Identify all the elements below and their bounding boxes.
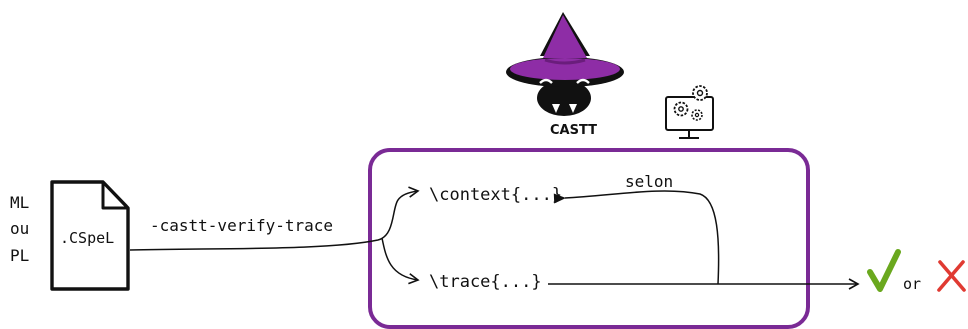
or-label: or bbox=[903, 275, 921, 293]
context-label: \context{...} bbox=[429, 185, 562, 205]
selon-label: selon bbox=[625, 172, 673, 191]
file-label: .CSpeL bbox=[60, 229, 114, 247]
arrow-to-trace bbox=[381, 237, 420, 285]
arrow-selon bbox=[553, 190, 720, 285]
trace-label: \trace{...} bbox=[429, 272, 542, 292]
cross-icon bbox=[937, 260, 966, 292]
option-label: -castt-verify-trace bbox=[150, 216, 333, 235]
lang-pl: PL bbox=[10, 246, 29, 265]
wizard-logo-icon bbox=[506, 12, 624, 116]
input-languages: ML ou PL bbox=[10, 193, 29, 265]
check-icon bbox=[867, 249, 901, 292]
lang-ml: ML bbox=[10, 193, 29, 212]
arrow-to-context bbox=[129, 186, 420, 251]
settings-monitor-icon bbox=[665, 85, 714, 139]
lang-ou: ou bbox=[10, 219, 29, 238]
castt-frame bbox=[368, 148, 810, 329]
logo-text: CASTT bbox=[550, 123, 597, 138]
file-icon bbox=[50, 180, 130, 291]
